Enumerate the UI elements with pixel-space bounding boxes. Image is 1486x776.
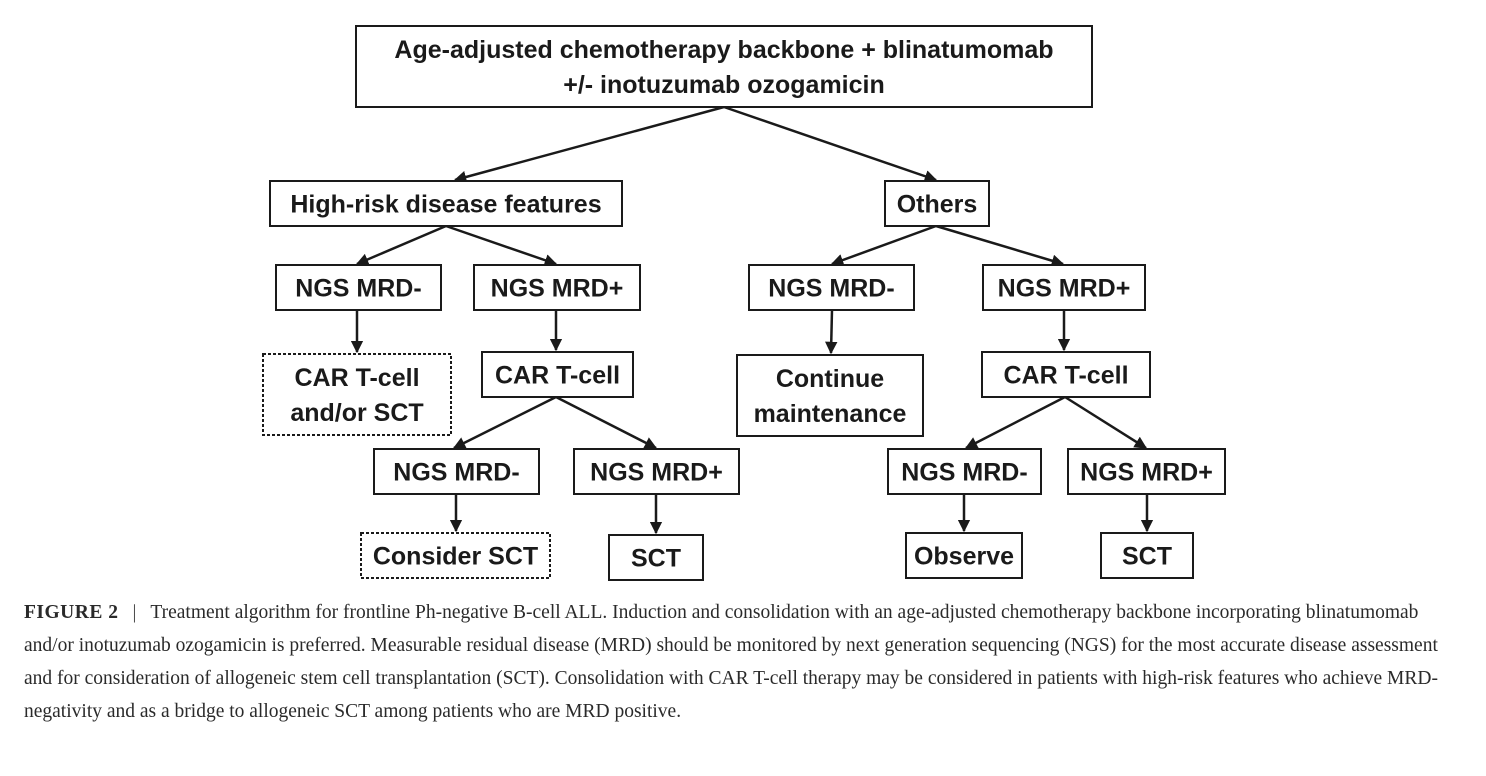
node-ot-car-pos: NGS MRD+ (1067, 448, 1226, 495)
node-label: NGS MRD+ (998, 275, 1131, 303)
node-label: +/- inotuzumab ozogamicin (563, 71, 885, 99)
node-label: Age-adjusted chemotherapy backbone + bli… (394, 36, 1053, 64)
node-hr-sct: SCT (608, 534, 704, 581)
node-box (887, 448, 1042, 495)
node-label: NGS MRD- (768, 275, 894, 303)
node-label: CAR T-cell (495, 362, 620, 390)
node-label: and/or SCT (290, 399, 423, 427)
node-label: NGS MRD- (295, 275, 421, 303)
node-box (1100, 532, 1194, 579)
treatment-algorithm-flowchart: Age-adjusted chemotherapy backbone + bli… (262, 25, 1226, 581)
figure-caption: FIGURE 2 |Treatment algorithm for frontli… (24, 596, 1466, 728)
node-label: SCT (1122, 543, 1172, 571)
node-label: Others (897, 191, 978, 219)
node-box (608, 534, 704, 581)
node-label: NGS MRD+ (491, 275, 624, 303)
caption-text: Treatment algorithm for frontline Ph-neg… (24, 602, 1438, 722)
node-ot-car-neg: NGS MRD- (887, 448, 1042, 495)
node-box (473, 264, 641, 311)
caption-separator: | (132, 602, 137, 623)
arrow-6 (935, 224, 1065, 267)
node-label: High-risk disease features (290, 191, 601, 219)
node-ot-car: CAR T-cell (981, 351, 1151, 398)
node-others: Others (884, 180, 990, 227)
arrow-13 (964, 395, 1066, 450)
arrow-5 (830, 224, 937, 267)
node-box (573, 448, 740, 495)
node-label: SCT (631, 545, 681, 573)
node-box (884, 180, 990, 227)
node-hr-pos-car: CAR T-cell (481, 351, 634, 398)
node-ot-pos: NGS MRD+ (982, 264, 1146, 311)
node-hr-neg: NGS MRD- (275, 264, 442, 311)
node-box (905, 532, 1023, 579)
node-box (736, 354, 924, 437)
node-hr-car-neg: NGS MRD- (373, 448, 540, 495)
node-ot-observe: Observe (905, 532, 1023, 579)
node-box (373, 448, 540, 495)
node-ot-sct: SCT (1100, 532, 1194, 579)
node-label: NGS MRD+ (590, 459, 723, 487)
figure-label: FIGURE 2 (24, 602, 119, 623)
node-box (262, 353, 452, 436)
node-ot-continue: Continue maintenance (736, 354, 924, 437)
node-hr-consider: Consider SCT (360, 532, 551, 579)
node-box (981, 351, 1151, 398)
flowchart-arrows (350, 105, 1154, 535)
node-ot-neg: NGS MRD- (748, 264, 915, 311)
node-box (360, 532, 551, 579)
arrow-12 (555, 395, 658, 450)
node-hr-neg-tx: CAR T-cell and/or SCT (262, 353, 452, 436)
node-label: NGS MRD- (393, 459, 519, 487)
node-box (1067, 448, 1226, 495)
node-box (275, 264, 442, 311)
node-root: Age-adjusted chemotherapy backbone + bli… (355, 25, 1093, 108)
node-label: NGS MRD- (901, 459, 1027, 487)
node-box (982, 264, 1146, 311)
node-label: CAR T-cell (1003, 362, 1128, 390)
node-label: Observe (914, 543, 1014, 571)
node-box (355, 25, 1093, 108)
node-box (748, 264, 915, 311)
flowchart-nodes: Age-adjusted chemotherapy backbone + bli… (262, 25, 1226, 581)
arrow-3 (355, 224, 447, 266)
arrow-11 (452, 395, 557, 450)
node-label: maintenance (754, 400, 907, 428)
arrow-4 (445, 224, 558, 267)
arrow-1 (453, 105, 725, 184)
node-box (269, 180, 623, 227)
node-hr-pos: NGS MRD+ (473, 264, 641, 311)
node-hr-car-pos: NGS MRD+ (573, 448, 740, 495)
arrow-9 (825, 309, 838, 355)
node-label: NGS MRD+ (1080, 459, 1213, 487)
node-high-risk: High-risk disease features (269, 180, 623, 227)
arrow-2 (723, 105, 938, 183)
arrow-14 (1064, 395, 1148, 450)
node-label: Consider SCT (373, 543, 538, 571)
node-label: CAR T-cell (294, 364, 419, 392)
node-label: Continue (776, 365, 884, 393)
node-box (481, 351, 634, 398)
